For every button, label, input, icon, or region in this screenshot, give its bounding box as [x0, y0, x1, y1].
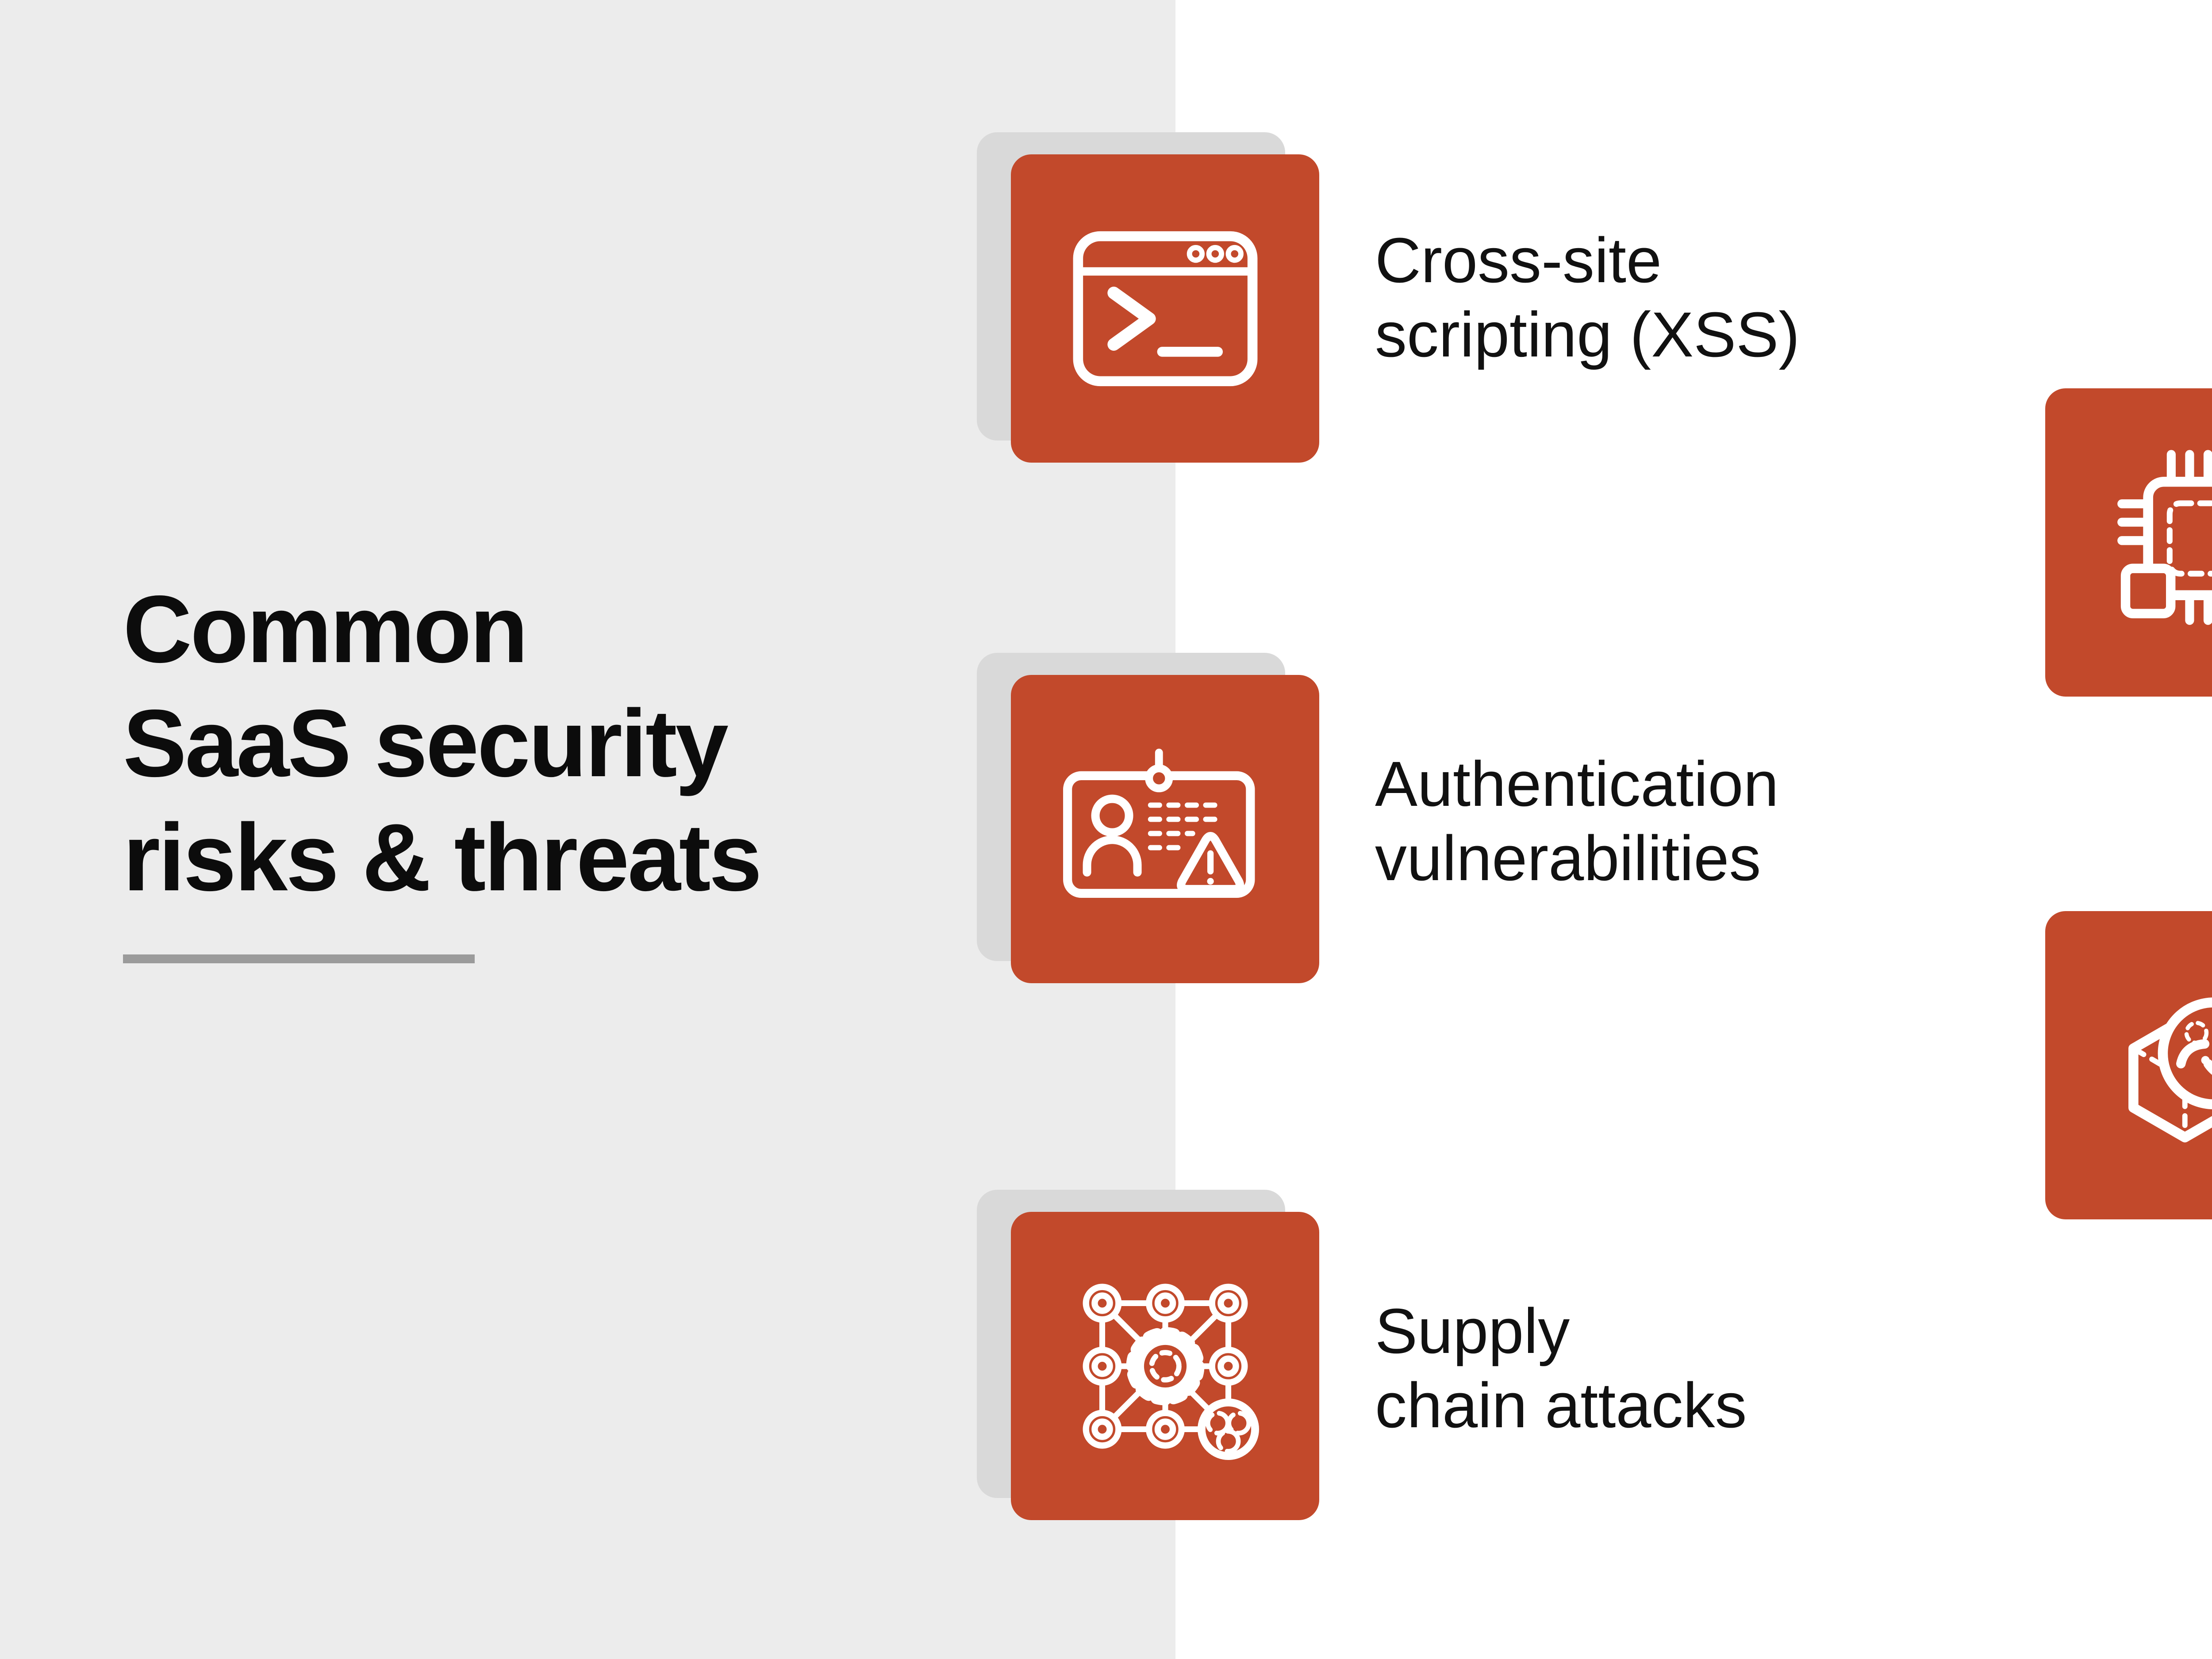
risk-tile-supply-chain — [1011, 1212, 1319, 1520]
terminal-window-icon — [1073, 231, 1257, 386]
title-underline — [123, 954, 475, 963]
supply-chain-network-icon — [1083, 1284, 1259, 1460]
risk-tile-api — [2045, 911, 2212, 1219]
risk-tile-auth — [1011, 675, 1319, 983]
risk-tile-attack-surface — [2045, 388, 2212, 697]
page-title: Common SaaS security risks & threats — [123, 575, 762, 911]
risk-label: Authentication vulnerabilities — [1375, 748, 1779, 894]
id-badge-warning-icon — [1063, 748, 1255, 898]
api-magnifier-malware-icon — [2128, 997, 2212, 1142]
risk-label: Supply chain attacks — [1375, 1295, 1747, 1441]
risk-label: Cross-site scripting (XSS) — [1375, 225, 1800, 370]
chip-attack-surface-icon — [2117, 449, 2212, 625]
risk-tile-xss — [1011, 154, 1319, 463]
biohazard-node — [1197, 1398, 1259, 1460]
